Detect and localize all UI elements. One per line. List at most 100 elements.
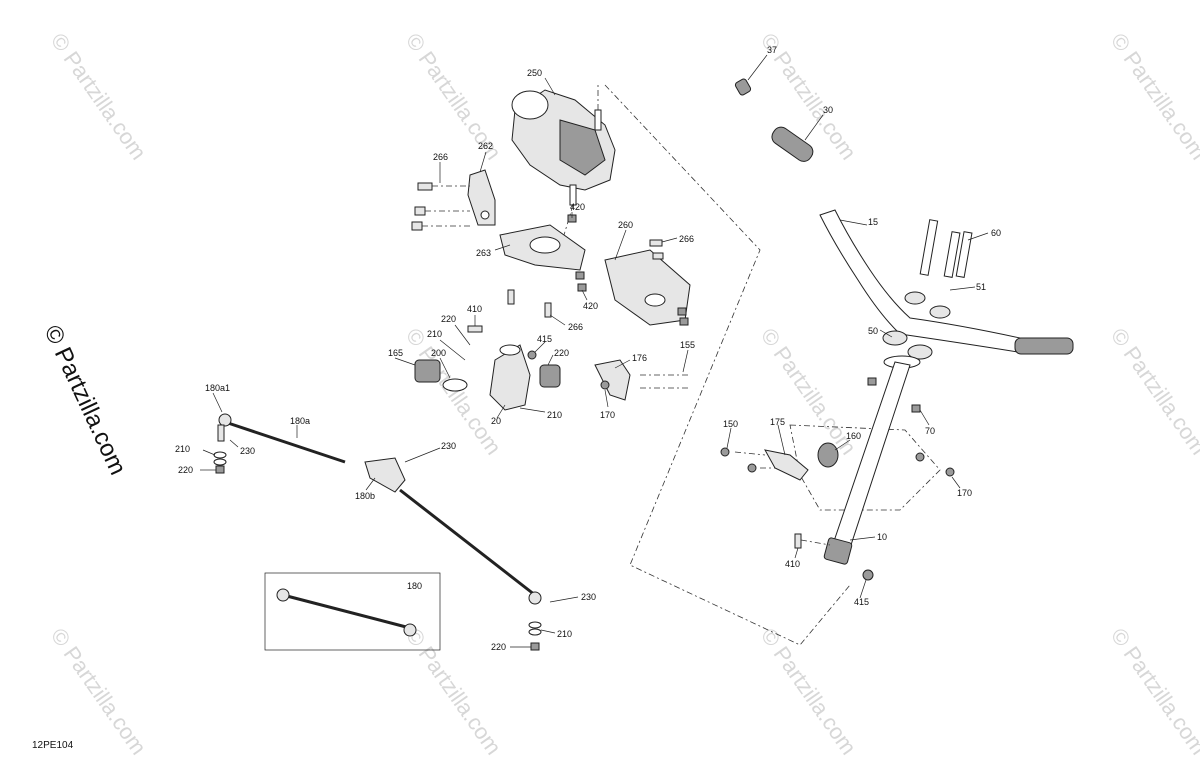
bolt-410 (794, 533, 802, 549)
washer-210 (528, 628, 542, 636)
ball-joint (276, 588, 290, 602)
column-lower-group (414, 325, 690, 411)
label-230: 230 (441, 441, 456, 451)
bracket-175 (764, 449, 809, 481)
label-266: 266 (433, 152, 448, 162)
label-180a1: 180a1 (205, 383, 230, 393)
clamp-200 (442, 378, 468, 392)
watermark: © Partzilla.com (1106, 29, 1200, 165)
nut-220 (215, 465, 225, 474)
label-15: 15 (868, 217, 878, 227)
tie-rod (399, 488, 536, 597)
nut (915, 452, 925, 462)
label-415: 415 (854, 597, 869, 607)
nut-220 (530, 642, 540, 651)
nut-420 (577, 283, 587, 292)
washer-210 (528, 621, 542, 629)
label-10: 10 (877, 532, 887, 542)
nut-415 (862, 569, 874, 581)
leader-lines (200, 54, 989, 648)
label-210: 210 (175, 444, 190, 454)
label-210: 210 (557, 629, 572, 639)
watermark: © Partzilla.com (1106, 624, 1200, 760)
grip-30 (771, 126, 814, 162)
ball-joint (528, 591, 542, 605)
label-37: 37 (767, 45, 777, 55)
label-170: 170 (600, 410, 615, 420)
label-60: 60 (991, 228, 1001, 238)
nut (677, 307, 687, 316)
bolt-410 (467, 325, 483, 333)
label-230: 230 (581, 592, 596, 602)
bolt-266 (649, 239, 663, 247)
bolt-60 (955, 231, 973, 278)
label-175: 175 (770, 417, 785, 427)
nut (679, 317, 689, 326)
handlebar-group (720, 78, 1074, 581)
nut (747, 463, 757, 473)
bracket-176 (594, 359, 631, 401)
bolt-150 (720, 447, 730, 457)
bearing-220 (539, 364, 561, 388)
label-165: 165 (388, 348, 403, 358)
nut-70 (911, 404, 921, 413)
nut-415 (527, 350, 537, 360)
label-210: 210 (427, 329, 442, 339)
handlebar-15 (819, 209, 1021, 353)
tie-rod-180 (282, 593, 411, 630)
side-watermark: © Partzilla.com (39, 321, 132, 479)
label-70: 70 (925, 426, 935, 436)
label-210: 210 (547, 410, 562, 420)
clamp-51 (904, 291, 926, 305)
bolt-266 (544, 302, 552, 318)
label-250: 250 (527, 68, 542, 78)
label-20: 20 (491, 416, 501, 426)
clamp-51 (929, 305, 951, 319)
ball-joint (403, 623, 417, 637)
bearing-160 (817, 442, 839, 468)
eps-motor (511, 89, 616, 206)
inset-box-180 (264, 572, 441, 651)
label-150: 150 (723, 419, 738, 429)
label-200: 200 (431, 348, 446, 358)
clamp-50 (907, 344, 933, 360)
label-220: 220 (441, 314, 456, 324)
label-220: 220 (178, 465, 193, 475)
bolt (507, 289, 515, 305)
bolt-266 (411, 182, 470, 231)
label-420: 420 (583, 301, 598, 311)
label-30: 30 (823, 105, 833, 115)
label-266: 266 (679, 234, 694, 244)
plug-37 (734, 78, 752, 96)
washer-210 (213, 458, 227, 466)
label-263: 263 (476, 248, 491, 258)
label-260: 260 (618, 220, 633, 230)
eps-motor-group (411, 82, 691, 326)
bolt-60 (919, 219, 939, 276)
nut-420 (575, 271, 585, 280)
washer-210 (213, 451, 227, 459)
label-160: 160 (846, 431, 861, 441)
bracket-260 (604, 249, 691, 326)
label-262: 262 (478, 141, 493, 151)
label-220: 220 (554, 348, 569, 358)
housing-20 (489, 344, 531, 411)
label-180: 180 (407, 581, 422, 591)
bolt-60 (943, 231, 961, 278)
watermark: © Partzilla.com (46, 29, 152, 165)
watermark: © Partzilla.com (756, 624, 862, 760)
tie-rod-180a (224, 420, 346, 464)
label-170: 170 (957, 488, 972, 498)
label-420: 420 (570, 202, 585, 212)
part-labels: 250 266 262 420 263 260 266 420 266 410 … (175, 45, 1001, 652)
label-50: 50 (868, 326, 878, 336)
nut-170 (600, 380, 610, 390)
nut-70 (867, 377, 877, 386)
label-155: 155 (680, 340, 695, 350)
bracket-262 (467, 169, 496, 226)
label-180b: 180b (355, 491, 375, 501)
clamp-50 (882, 330, 908, 346)
label-180a: 180a (290, 416, 310, 426)
watermark: © Partzilla.com (46, 624, 152, 760)
